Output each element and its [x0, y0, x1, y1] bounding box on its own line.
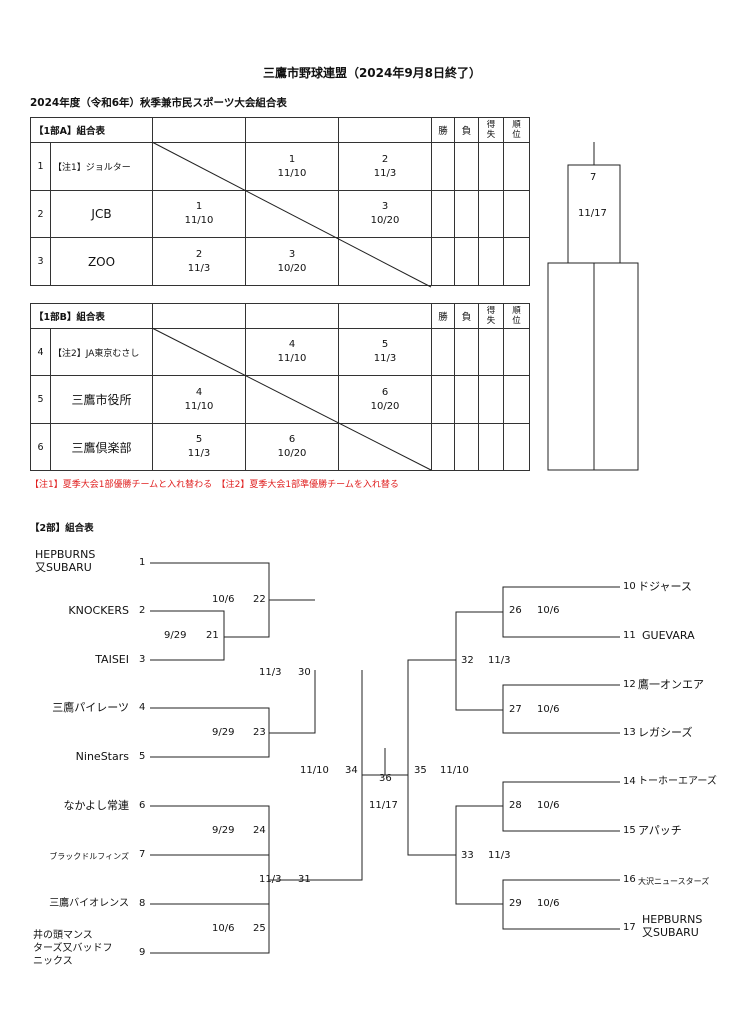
team-name: ZOO — [50, 237, 153, 286]
team-name: レガシーズ — [638, 726, 693, 739]
final-game-date: 11/17 — [578, 208, 607, 219]
team-name: 三鷹倶楽部 — [49, 423, 154, 471]
team-name: 【注1】ジョルター — [50, 142, 153, 191]
team-name: HEPBURNS 又SUBARU — [642, 913, 703, 939]
team-name: NineStars — [75, 750, 129, 763]
division2-label: 【2部】組合表 — [30, 523, 94, 534]
team-name: 井の頭マンス ターズ又バッドフ ニックス — [33, 930, 113, 967]
division2-final-date: 11/17 — [369, 800, 398, 811]
team-name: HEPBURNS 又SUBARU — [35, 548, 96, 574]
team-name: なかよし常連 — [63, 799, 129, 812]
division2-final-number: 36 — [379, 773, 392, 784]
tournament-subtitle: 2024年度（令和6年）秋季兼市民スポーツ大会組合表 — [30, 97, 287, 109]
group-b-label: 【1部B】組合表 — [29, 303, 154, 329]
team-name: GUEVARA — [642, 629, 695, 642]
team-name: KNOCKERS — [68, 604, 129, 617]
rank-header: 順位 — [503, 117, 530, 143]
footnote: 【注1】夏季大会1部優勝チームと入れ替わる 【注2】夏季大会1部準優勝チームを入… — [30, 480, 399, 490]
team-name: 三鷹バイオレンス — [49, 898, 129, 909]
team-name: ブラックドルフィンズ — [49, 852, 129, 861]
team-name: 鷹一オンエア — [638, 678, 704, 691]
final-game-number: 7 — [590, 172, 597, 183]
group-a-diagonal — [151, 141, 432, 288]
team-name: 大沢ニュースターズ — [638, 877, 710, 886]
score-header: 得失 — [478, 117, 504, 143]
team-name: ドジャース — [638, 580, 692, 593]
team-name: TAISEI — [95, 653, 129, 666]
team-name: 三鷹市役所 — [49, 375, 154, 424]
page-title: 三鷹市野球連盟（2024年9月8日終了） — [262, 66, 482, 80]
team-name: アパッチ — [638, 824, 682, 837]
team-name: 【注2】JA東京むさし — [49, 328, 154, 376]
team-name: 三鷹パイレーツ — [52, 701, 129, 714]
group-b-diagonal — [151, 327, 432, 471]
team-name: トーホーエアーズ — [638, 776, 717, 787]
